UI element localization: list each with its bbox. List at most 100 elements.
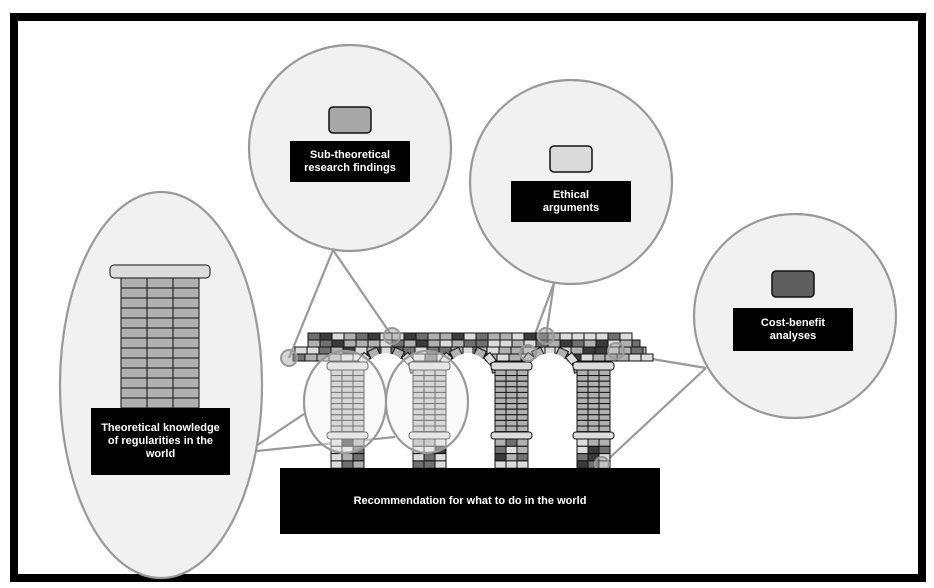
label-ethical: Ethical arguments	[511, 181, 631, 222]
pillar-brick	[598, 419, 611, 427]
deck-brick	[318, 346, 332, 355]
deck-brick	[496, 353, 510, 362]
brick-marker-subtheory-left	[280, 349, 298, 367]
deck-brick	[630, 346, 644, 355]
pillar-2-highlight	[384, 349, 470, 455]
pillar-brick	[505, 380, 518, 388]
column-brick	[120, 307, 148, 319]
dark-gray-brick-icon	[771, 270, 815, 298]
pillar-base-brick	[330, 453, 343, 462]
column-brick	[146, 327, 174, 339]
column-capital	[109, 264, 211, 279]
connector-subtheory-right	[332, 249, 393, 337]
column-brick	[120, 297, 148, 309]
deck-brick	[463, 332, 477, 341]
pillar-base-brick	[516, 438, 529, 447]
pillar-base-brick	[494, 445, 507, 455]
deck-brick	[451, 339, 465, 348]
deck-brick	[439, 339, 453, 348]
pillar-base-brick	[576, 445, 589, 455]
connector-cost-base	[601, 367, 707, 466]
pillar-brick	[516, 397, 529, 405]
pillar-brick	[505, 391, 518, 399]
deck-brick	[498, 346, 512, 355]
pillar-brick	[494, 380, 507, 388]
column-brick	[146, 397, 174, 409]
pillar-brick	[587, 380, 600, 388]
column-brick	[120, 287, 148, 299]
pillar-brick	[505, 397, 518, 405]
deck-brick	[595, 339, 609, 348]
pillar-brick	[516, 369, 529, 377]
deck-brick	[427, 332, 441, 341]
column-brick	[172, 277, 200, 289]
pillar-brick	[598, 380, 611, 388]
deck-brick	[307, 332, 321, 341]
deck-brick	[642, 346, 647, 355]
pillar-base-brick	[505, 438, 518, 447]
pillar-brick	[576, 386, 589, 393]
deck-brick	[415, 332, 429, 341]
pillar-brick	[516, 414, 529, 421]
pillar-1-highlight	[302, 349, 388, 455]
deck-brick	[559, 339, 573, 348]
deck-brick	[595, 332, 609, 341]
column-brick	[172, 327, 200, 339]
pillar-brick	[587, 369, 600, 377]
pillar-brick	[516, 425, 529, 433]
column-brick	[120, 317, 148, 329]
column-brick	[146, 337, 174, 349]
connector-cost-deck	[651, 357, 707, 370]
deck-brick	[355, 339, 369, 348]
pillar-base-brick	[576, 453, 589, 462]
column-brick	[120, 357, 148, 369]
pillar-brick	[587, 375, 600, 382]
deck-brick	[463, 339, 477, 348]
pillar-brick	[494, 391, 507, 399]
pillar-brick	[505, 386, 518, 393]
deck-brick	[306, 346, 320, 355]
pillar-base-brick	[341, 453, 354, 462]
deck-brick	[307, 339, 321, 348]
pillar-brick	[505, 425, 518, 433]
pillar-base-brick	[587, 438, 600, 447]
column-brick	[146, 317, 174, 329]
pillar-brick	[587, 403, 600, 410]
pillar-brick	[587, 408, 600, 416]
pillar-brick	[587, 397, 600, 405]
deck-brick	[475, 332, 489, 341]
pillar-brick	[576, 425, 589, 433]
pillar-capital	[490, 361, 533, 371]
foundation-block	[280, 468, 660, 534]
pillar-brick	[587, 425, 600, 433]
pillar-brick	[505, 369, 518, 377]
deck-brick	[343, 339, 357, 348]
column-brick	[146, 307, 174, 319]
brick-marker-subtheory-right	[383, 327, 401, 345]
column-brick	[172, 377, 200, 389]
column-brick	[146, 377, 174, 389]
brick-marker-ethical-right	[537, 327, 555, 345]
deck-brick	[594, 346, 608, 355]
pillar-brick	[505, 375, 518, 382]
pillar-base-brick	[434, 453, 447, 462]
deck-brick	[319, 339, 333, 348]
pillar-brick	[576, 391, 589, 399]
deck-brick	[355, 332, 369, 341]
column-brick	[120, 337, 148, 349]
pillar-brick	[598, 403, 611, 410]
pillar-brick	[516, 391, 529, 399]
column-brick	[146, 297, 174, 309]
pillar-brick	[576, 397, 589, 405]
deck-brick	[523, 332, 537, 341]
pillar-brick	[516, 380, 529, 388]
deck-brick	[511, 332, 525, 341]
deck-brick	[583, 332, 597, 341]
deck-brick	[571, 339, 585, 348]
pillar-base-brick	[352, 453, 365, 462]
column-brick	[120, 377, 148, 389]
column-brick	[172, 387, 200, 399]
pillar-brick	[505, 414, 518, 421]
pillar-brick	[516, 386, 529, 393]
pillar-base-brick	[505, 453, 518, 462]
